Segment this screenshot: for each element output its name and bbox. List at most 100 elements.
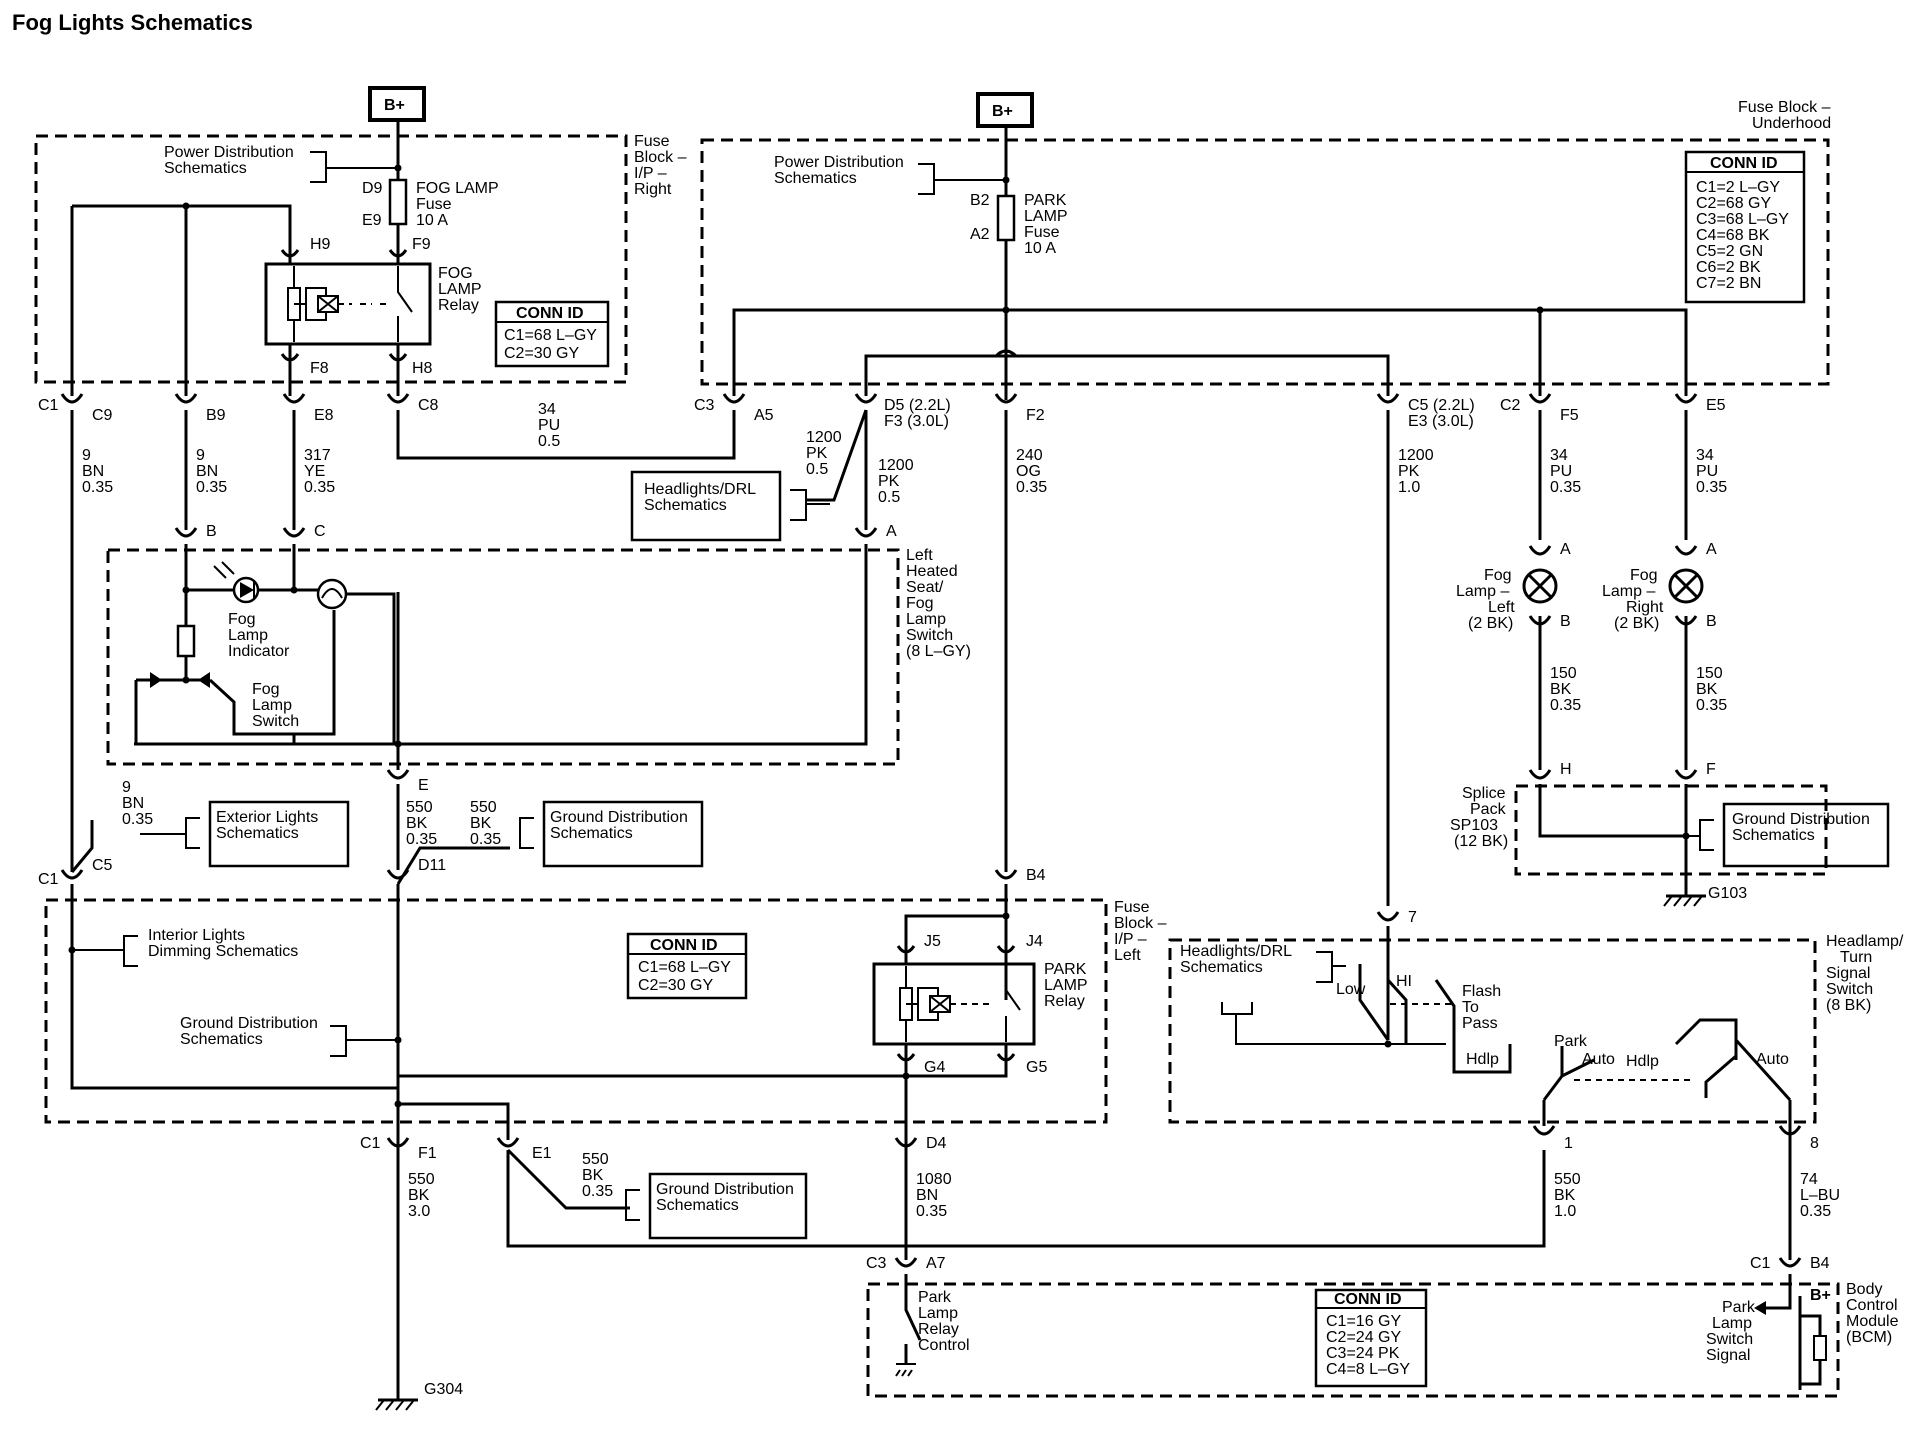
svg-text:Dimming Schematics: Dimming Schematics bbox=[148, 943, 298, 960]
svg-text:PARK: PARK bbox=[1024, 192, 1067, 209]
conn-id-header: CONN ID bbox=[516, 305, 584, 322]
svg-text:F: F bbox=[1706, 761, 1716, 778]
fuse-block-ip-right: Fuse Block – I/P – Right Power Distribut… bbox=[164, 120, 687, 377]
splice-pack-sp103: Splice Pack SP103 (12 BK) H F G103 bbox=[1450, 761, 1747, 902]
svg-text:B: B bbox=[1706, 613, 1717, 630]
svg-text:BN: BN bbox=[196, 463, 218, 480]
svg-text:BK: BK bbox=[408, 1187, 430, 1204]
ground-g103: G103 bbox=[1708, 885, 1747, 902]
svg-text:B4: B4 bbox=[1810, 1255, 1830, 1272]
svg-text:Low: Low bbox=[1336, 981, 1366, 998]
svg-text:Schematics: Schematics bbox=[1180, 959, 1263, 976]
fog-lamp-fuse bbox=[388, 178, 408, 226]
svg-text:A: A bbox=[1560, 541, 1571, 558]
svg-text:H: H bbox=[1560, 761, 1572, 778]
svg-text:0.35: 0.35 bbox=[1550, 479, 1581, 496]
svg-text:9: 9 bbox=[122, 779, 131, 796]
connector-socket bbox=[894, 1257, 918, 1268]
svg-text:Pass: Pass bbox=[1462, 1015, 1498, 1032]
svg-text:(8 BK): (8 BK) bbox=[1826, 997, 1871, 1014]
svg-text:(8 L–GY): (8 L–GY) bbox=[906, 643, 971, 660]
svg-text:C2=68 GY: C2=68 GY bbox=[1696, 195, 1771, 212]
svg-text:B: B bbox=[1560, 613, 1571, 630]
svg-text:0.35: 0.35 bbox=[82, 479, 113, 496]
wiring bbox=[68, 202, 1792, 1400]
svg-text:9: 9 bbox=[82, 447, 91, 464]
connector-socket bbox=[1528, 545, 1552, 556]
svg-text:8: 8 bbox=[1810, 1135, 1819, 1152]
svg-text:PK: PK bbox=[878, 473, 900, 490]
svg-text:B+: B+ bbox=[992, 103, 1013, 120]
left-heated-seat-fog-lamp-switch: Left Heated Seat/ Fog Lamp Switch (8 L–G… bbox=[134, 523, 971, 794]
b-plus-supply-right: B+ bbox=[976, 92, 1034, 128]
svg-text:Power Distribution: Power Distribution bbox=[164, 144, 294, 161]
svg-text:C1: C1 bbox=[1750, 1255, 1771, 1272]
svg-text:Signal: Signal bbox=[1706, 1347, 1750, 1364]
svg-text:Lamp: Lamp bbox=[228, 627, 268, 644]
svg-text:Switch: Switch bbox=[252, 713, 299, 730]
switch-module-box bbox=[106, 548, 900, 766]
svg-text:To: To bbox=[1462, 999, 1479, 1016]
connector-socket bbox=[496, 1137, 520, 1148]
svg-text:Fuse: Fuse bbox=[1114, 899, 1150, 916]
svg-text:PARK: PARK bbox=[1044, 961, 1087, 978]
svg-text:3.0: 3.0 bbox=[408, 1203, 430, 1220]
svg-text:0.35: 0.35 bbox=[122, 811, 153, 828]
svg-text:Schematics: Schematics bbox=[180, 1031, 263, 1048]
svg-text:C3: C3 bbox=[694, 397, 715, 414]
svg-text:Lamp: Lamp bbox=[918, 1305, 958, 1322]
svg-text:F1: F1 bbox=[418, 1145, 437, 1162]
svg-text:C1=2 L–GY: C1=2 L–GY bbox=[1696, 179, 1780, 196]
svg-text:Hdlp: Hdlp bbox=[1466, 1051, 1499, 1068]
svg-text:C1=68 L–GY: C1=68 L–GY bbox=[504, 327, 597, 344]
svg-text:A7: A7 bbox=[926, 1255, 946, 1272]
svg-text:Fog: Fog bbox=[906, 595, 934, 612]
svg-text:B: B bbox=[206, 523, 217, 540]
svg-text:7: 7 bbox=[1408, 909, 1417, 926]
svg-text:Lamp: Lamp bbox=[1712, 1315, 1752, 1332]
svg-text:C: C bbox=[314, 523, 326, 540]
svg-text:0.5: 0.5 bbox=[878, 489, 900, 506]
splice-pack-box bbox=[1514, 784, 1828, 876]
svg-text:1200: 1200 bbox=[1398, 447, 1434, 464]
svg-text:SP103: SP103 bbox=[1450, 817, 1498, 834]
svg-text:550: 550 bbox=[470, 799, 497, 816]
ground-g304: G304 bbox=[375, 1381, 463, 1411]
svg-text:F9: F9 bbox=[412, 236, 431, 253]
conn-id-header: CONN ID bbox=[1710, 155, 1778, 172]
svg-text:Indicator: Indicator bbox=[228, 643, 290, 660]
svg-text:BN: BN bbox=[82, 463, 104, 480]
svg-text:Body: Body bbox=[1846, 1281, 1882, 1298]
svg-text:A5: A5 bbox=[754, 407, 774, 424]
svg-text:0.35: 0.35 bbox=[1696, 479, 1727, 496]
svg-text:Schematics: Schematics bbox=[216, 825, 299, 842]
fuse-block-underhood: Fuse Block – Underhood Power Distributio… bbox=[732, 99, 1831, 400]
svg-text:I/P –: I/P – bbox=[634, 165, 667, 182]
connector-socket bbox=[174, 393, 198, 404]
b-plus-supply-left: B+ bbox=[368, 86, 426, 122]
svg-text:(12 BK): (12 BK) bbox=[1454, 833, 1508, 850]
svg-text:C3: C3 bbox=[866, 1255, 887, 1272]
connector-socket bbox=[854, 527, 878, 538]
svg-text:LAMP: LAMP bbox=[438, 281, 482, 298]
svg-text:550: 550 bbox=[582, 1151, 609, 1168]
svg-text:PK: PK bbox=[806, 445, 828, 462]
svg-text:B+: B+ bbox=[384, 97, 405, 114]
svg-text:G4: G4 bbox=[924, 1059, 945, 1076]
svg-text:Right: Right bbox=[1626, 599, 1664, 616]
park-lamp-fuse bbox=[996, 194, 1016, 242]
svg-text:Splice: Splice bbox=[1462, 785, 1506, 802]
svg-text:PU: PU bbox=[1696, 463, 1718, 480]
svg-text:E: E bbox=[418, 777, 429, 794]
svg-text:Left: Left bbox=[906, 547, 933, 564]
fog-lamp-right: Fog Lamp – Right (2 BK) A B bbox=[1602, 541, 1717, 632]
svg-text:F3 (3.0L): F3 (3.0L) bbox=[884, 413, 949, 430]
svg-text:0.35: 0.35 bbox=[470, 831, 501, 848]
svg-text:B4: B4 bbox=[1026, 867, 1046, 884]
